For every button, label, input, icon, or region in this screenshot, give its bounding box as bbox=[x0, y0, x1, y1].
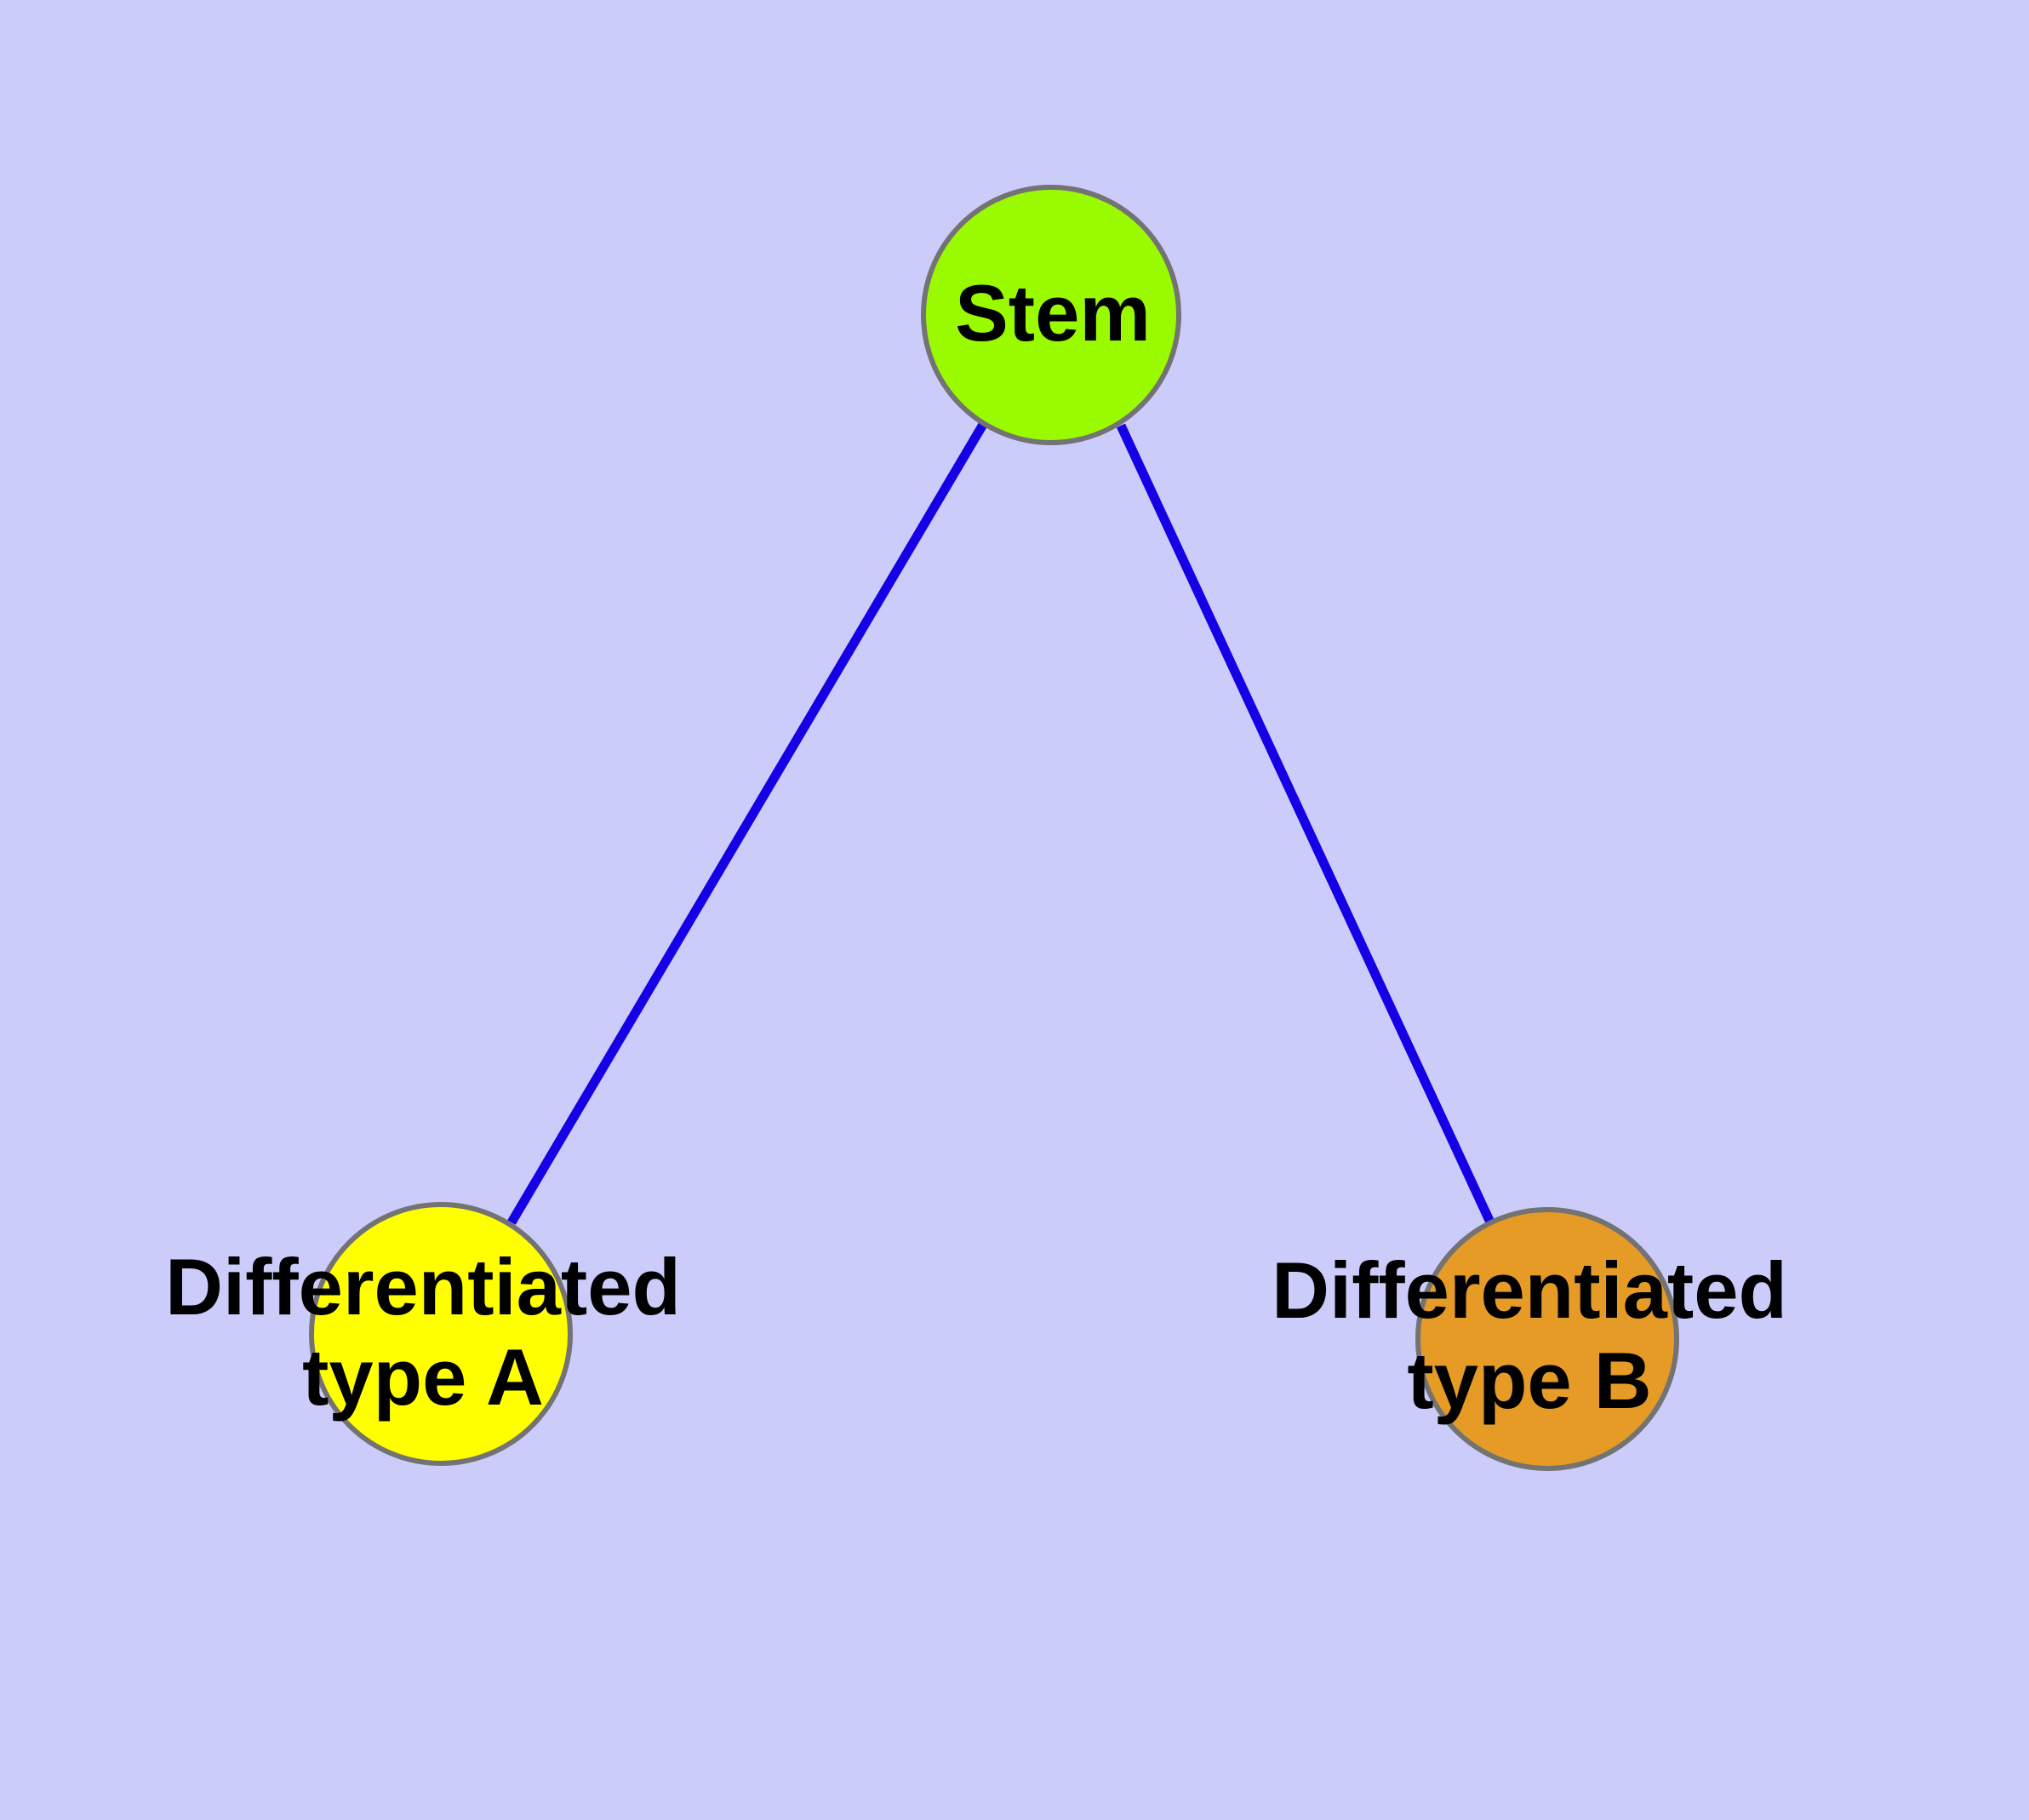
node-label-differentiated-type-b-line2: type B bbox=[1407, 1336, 1651, 1425]
node-differentiated-type-b[interactable] bbox=[1415, 1207, 1679, 1471]
node-layer bbox=[309, 185, 1679, 1471]
node-label-differentiated-type-a-line1: Differentiated bbox=[165, 1242, 681, 1331]
node-label-differentiated-type-b-line1: Differentiated bbox=[1272, 1245, 1787, 1335]
node-label-stem: Stem bbox=[955, 268, 1151, 358]
node-stem[interactable] bbox=[921, 185, 1181, 445]
node-label-differentiated-type-a-line2: type A bbox=[302, 1332, 544, 1422]
edge-stem-to-differentiated-type-b[interactable] bbox=[1117, 423, 1495, 1227]
node-differentiated-type-a[interactable] bbox=[309, 1202, 573, 1466]
edge-layer bbox=[507, 421, 1495, 1227]
label-layer: Stem Differentiated type A Differentiate… bbox=[165, 268, 1787, 1425]
edge-stem-to-differentiated-type-a[interactable] bbox=[507, 421, 988, 1225]
